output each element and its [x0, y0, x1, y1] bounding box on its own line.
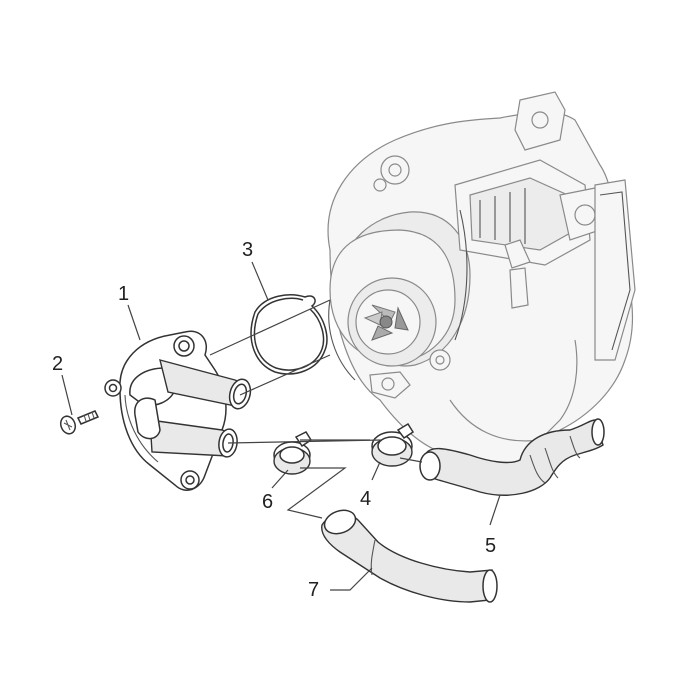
- part-4-hose-clamp: [371, 422, 415, 467]
- callout-7: 7: [308, 579, 319, 601]
- part-1-pump-cover: [104, 330, 252, 491]
- impeller-graphic: [363, 304, 409, 341]
- callout-4: 4: [360, 488, 371, 510]
- part-2-screw: [59, 410, 100, 435]
- callout-5: 5: [485, 535, 496, 557]
- part-6-hose-clamp: [273, 431, 313, 475]
- part-7-water-hose: [321, 509, 498, 603]
- callout-3: 3: [242, 239, 253, 261]
- callout-6: 6: [262, 491, 273, 513]
- callout-1: 1: [118, 283, 129, 305]
- leader-lines: [61, 261, 501, 591]
- callout-2: 2: [52, 353, 63, 375]
- engine-housing: [327, 91, 636, 466]
- assembly-guide-lines: [209, 299, 423, 519]
